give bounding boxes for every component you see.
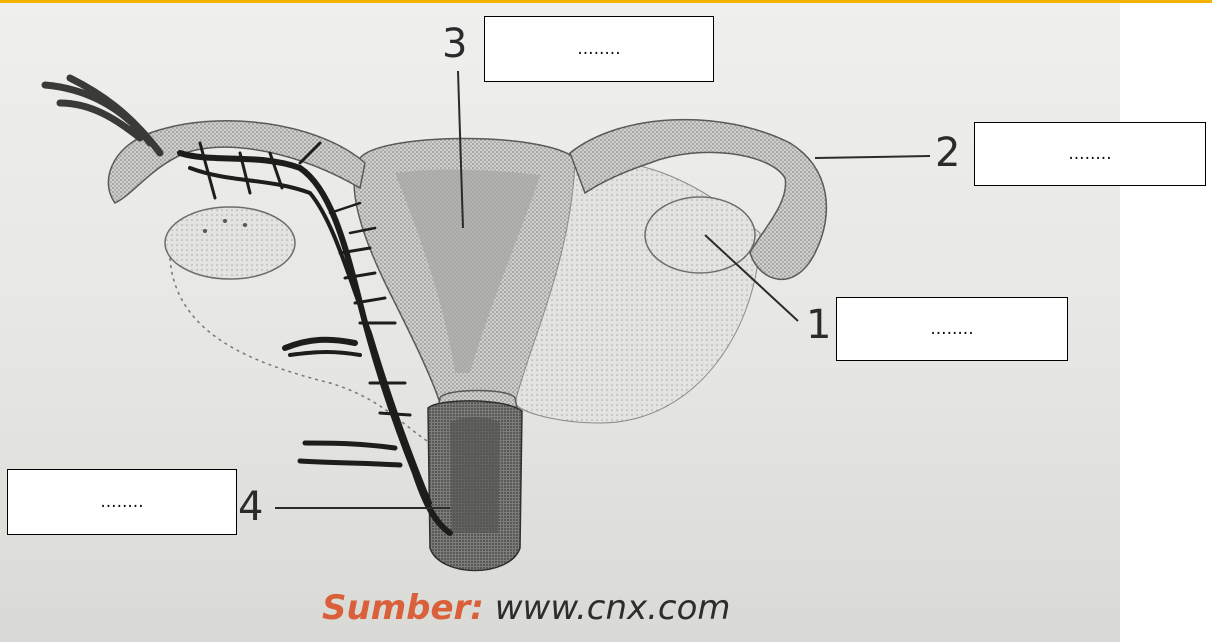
answer-box-1[interactable]: ........ [836,297,1068,361]
answer-box-3[interactable]: ........ [484,16,714,82]
source-url: www.cnx.com [495,588,731,628]
part-number-2: 2 [935,133,960,173]
answer-box-2[interactable]: ........ [974,122,1206,186]
answer-box-4[interactable]: ........ [7,469,237,535]
part-number-1: 1 [806,305,831,345]
source-caption: Sumber: www.cnx.com [322,588,731,628]
part-number-3: 3 [442,24,467,64]
source-label: Sumber: [322,588,484,628]
ovary-left [165,207,295,279]
leader-line-2 [815,156,930,158]
part-number-4: 4 [238,487,263,527]
ovary-right [645,197,755,273]
